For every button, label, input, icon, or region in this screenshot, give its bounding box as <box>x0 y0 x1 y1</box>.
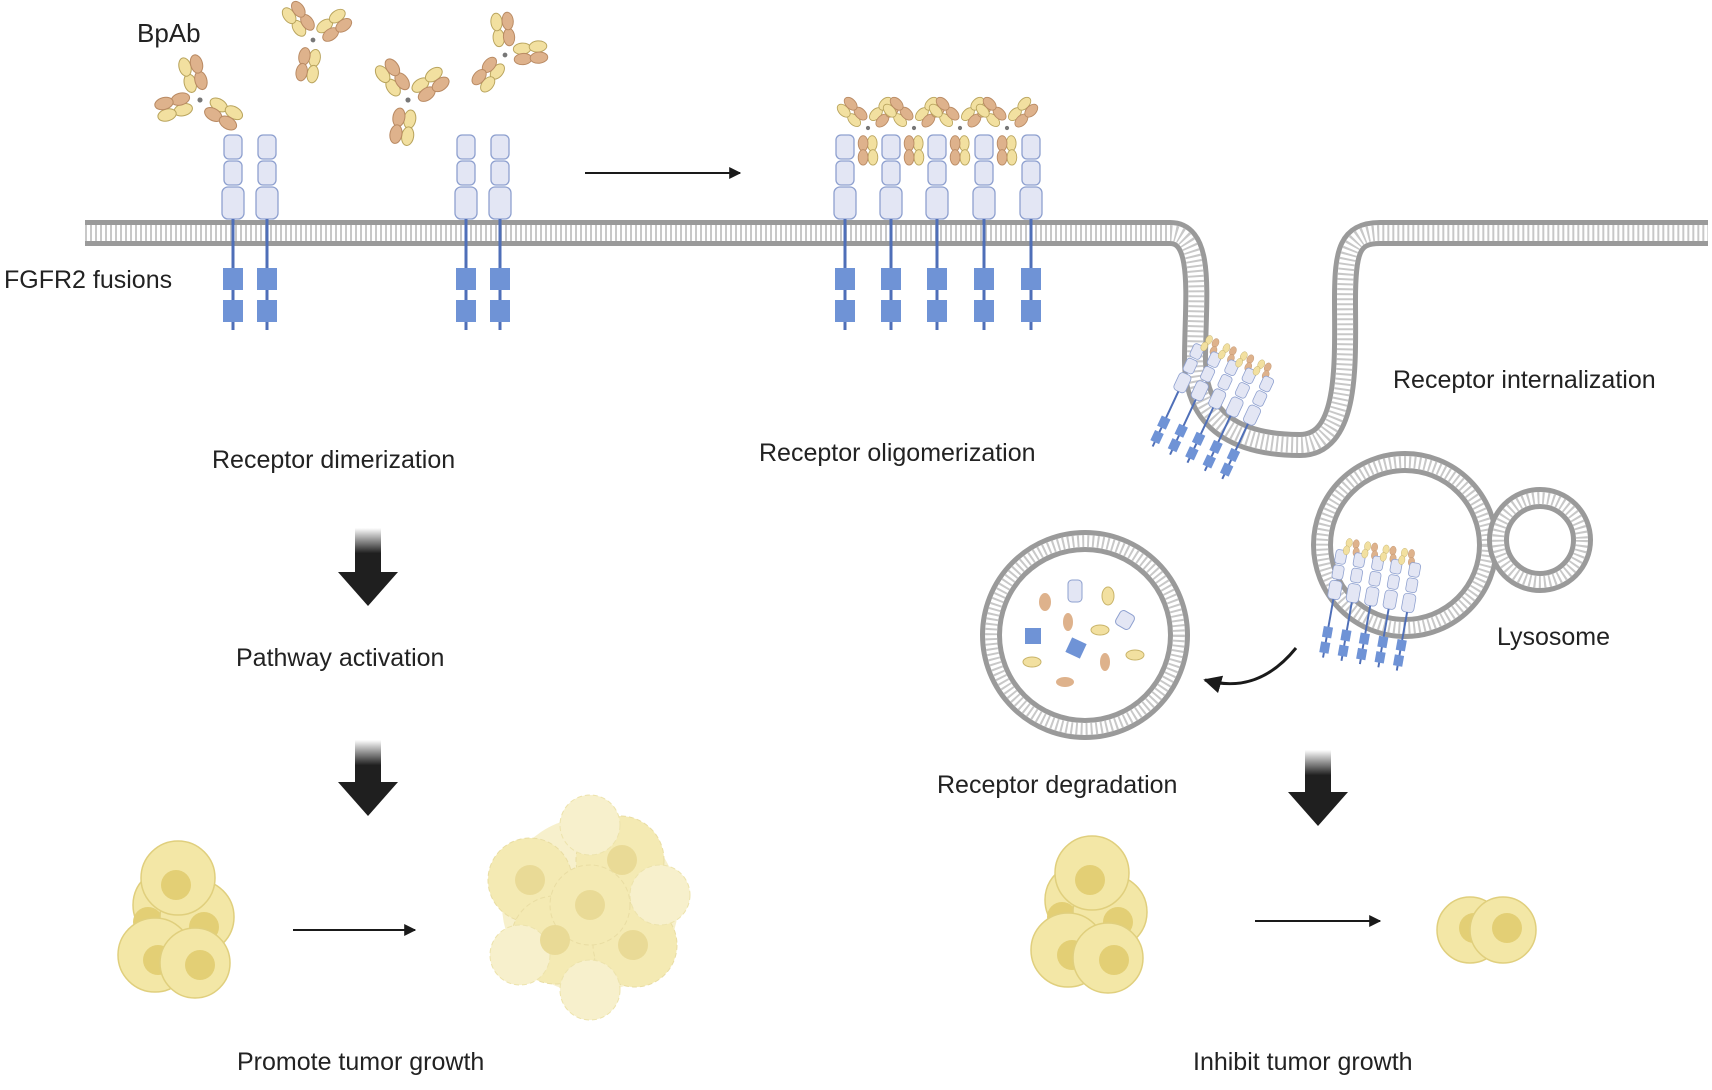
dimerization-label: Receptor dimerization <box>212 446 456 474</box>
fgfr2-oligomer-receptor <box>925 134 949 330</box>
lysosome-label: Lysosome <box>1497 623 1611 651</box>
internalized-receptor-group <box>1150 335 1422 671</box>
bpab-antibody <box>154 54 244 131</box>
bound-antibody-group <box>836 96 1039 166</box>
fgfr2-receptor <box>221 134 245 330</box>
bpab-antibody <box>281 0 353 84</box>
fgfr2-receptor <box>255 134 279 330</box>
bound-bpab-antibody <box>928 96 992 166</box>
small-cell-cluster-left <box>117 840 235 999</box>
bound-bpab-antibody <box>975 96 1039 166</box>
tumor-mass <box>487 794 691 1021</box>
bpab-antibody <box>374 58 450 146</box>
antibody-label: BpAb <box>137 18 201 48</box>
internalization-label: Receptor internalization <box>1393 366 1656 394</box>
fgfr2-oligomer-receptor <box>833 134 857 330</box>
inhibit-label: Inhibit tumor growth <box>1193 1048 1413 1076</box>
internalizing-receptor-cluster <box>1150 335 1275 480</box>
down-arrow-2 <box>338 740 398 816</box>
degradation-label: Receptor degradation <box>937 771 1178 799</box>
degradation-vesicle <box>980 530 1190 740</box>
antibody-group <box>154 0 549 146</box>
receptor-label: FGFR2 fusions <box>4 266 173 294</box>
fgfr2-receptor <box>488 134 512 330</box>
pathway-label: Pathway activation <box>236 644 445 672</box>
cell-membrane <box>85 220 1708 459</box>
fgfr2-receptor <box>454 134 478 330</box>
down-arrow-1 <box>338 528 398 606</box>
down-arrow-3 <box>1288 750 1348 826</box>
bpab-antibody <box>471 11 549 93</box>
bound-bpab-antibody <box>836 96 900 166</box>
fgfr2-oligomer-receptor <box>972 134 996 330</box>
degraded-fragments <box>1022 579 1145 687</box>
oligomerization-label: Receptor oligomerization <box>759 439 1036 467</box>
fgfr2-oligomer-receptor <box>1019 134 1043 330</box>
endosome-receptor-cluster <box>1319 538 1422 671</box>
fgfr2-oligomer-receptor <box>879 134 903 330</box>
receptor-group <box>221 134 1043 330</box>
endosome-vesicle <box>1311 451 1593 639</box>
degradation-arrow <box>1203 647 1298 694</box>
promote-label: Promote tumor growth <box>237 1048 485 1076</box>
two-cells <box>1436 896 1537 964</box>
small-cell-cluster-right <box>1030 835 1148 994</box>
